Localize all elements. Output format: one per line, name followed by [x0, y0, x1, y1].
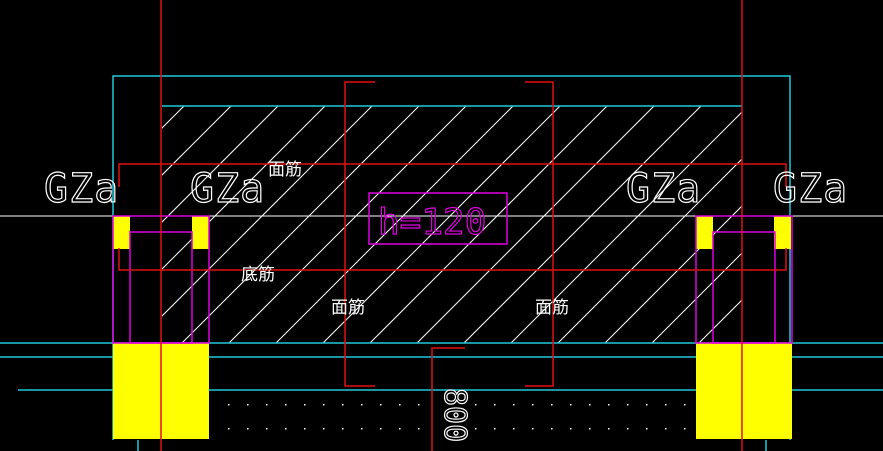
dot: [646, 404, 648, 406]
slab-hatch: [162, 106, 883, 343]
dot: [475, 428, 477, 430]
dot: [532, 428, 534, 430]
dimension-label: 800: [437, 388, 472, 442]
hatch-line: [651, 252, 742, 343]
hatch-line: [162, 106, 279, 223]
dot: [323, 428, 325, 430]
hatch-line: [181, 106, 420, 343]
dot: [684, 404, 686, 406]
dot: [304, 404, 306, 406]
hatch-line: [510, 111, 742, 343]
dot: [323, 404, 325, 406]
dot: [228, 428, 230, 430]
gza-label-1: GZa: [44, 166, 119, 212]
dot: [589, 404, 591, 406]
hatch-line: [793, 106, 883, 343]
dot: [589, 428, 591, 430]
hatch-line: [557, 158, 742, 343]
dot: [494, 404, 496, 406]
hatch-line: [840, 106, 883, 343]
gza-label-3: GZa: [626, 166, 701, 212]
dot: [551, 404, 553, 406]
dot: [342, 404, 344, 406]
dot: [532, 404, 534, 406]
dot: [684, 428, 686, 430]
dot: [627, 428, 629, 430]
dot: [247, 404, 249, 406]
hatch-line: [369, 106, 608, 343]
dot: [608, 404, 610, 406]
dot: [665, 404, 667, 406]
top-rebar-label-2: 面筋: [331, 298, 365, 318]
dot: [228, 404, 230, 406]
dot: [513, 404, 515, 406]
dot: [266, 428, 268, 430]
dot: [570, 428, 572, 430]
hatch-line: [275, 106, 514, 343]
top-rebar-label-3: 面筋: [535, 298, 569, 318]
top-rebar-label-1: 面筋: [268, 160, 302, 180]
dot: [570, 404, 572, 406]
dot: [627, 404, 629, 406]
dot: [285, 404, 287, 406]
dot: [380, 428, 382, 430]
hatch-line: [162, 106, 185, 129]
dot: [551, 428, 553, 430]
hatch-line: [604, 205, 742, 343]
dotted-lines: [228, 404, 686, 430]
dot: [513, 428, 515, 430]
dot: [608, 428, 610, 430]
dot: [342, 428, 344, 430]
hatch-line: [162, 106, 232, 176]
bottom-rebar-label: 底筋: [241, 265, 275, 285]
hatch-line: [463, 106, 702, 343]
slab-thickness-box: [368, 192, 508, 245]
gza-label-4: GZa: [773, 166, 848, 212]
dot: [399, 404, 401, 406]
gza-label-2: GZa: [190, 166, 265, 212]
dot: [266, 404, 268, 406]
dot: [399, 428, 401, 430]
hatch-line: [228, 106, 467, 343]
dot: [304, 428, 306, 430]
rebar-lines: [118, 0, 787, 451]
dot: [418, 428, 420, 430]
hatch-line: [322, 106, 561, 343]
dot: [361, 428, 363, 430]
dot: [285, 428, 287, 430]
dot: [494, 428, 496, 430]
column-right: [696, 216, 792, 439]
dot: [361, 404, 363, 406]
dot: [475, 404, 477, 406]
dot: [380, 404, 382, 406]
hatch-line: [416, 106, 655, 343]
dot: [247, 428, 249, 430]
hatch-line: [698, 299, 742, 343]
hatch-line: [162, 106, 373, 317]
dot: [646, 428, 648, 430]
dot: [665, 428, 667, 430]
slab-thickness-label: h=120: [378, 202, 486, 243]
hatch-line: [746, 106, 883, 343]
dot: [418, 404, 420, 406]
